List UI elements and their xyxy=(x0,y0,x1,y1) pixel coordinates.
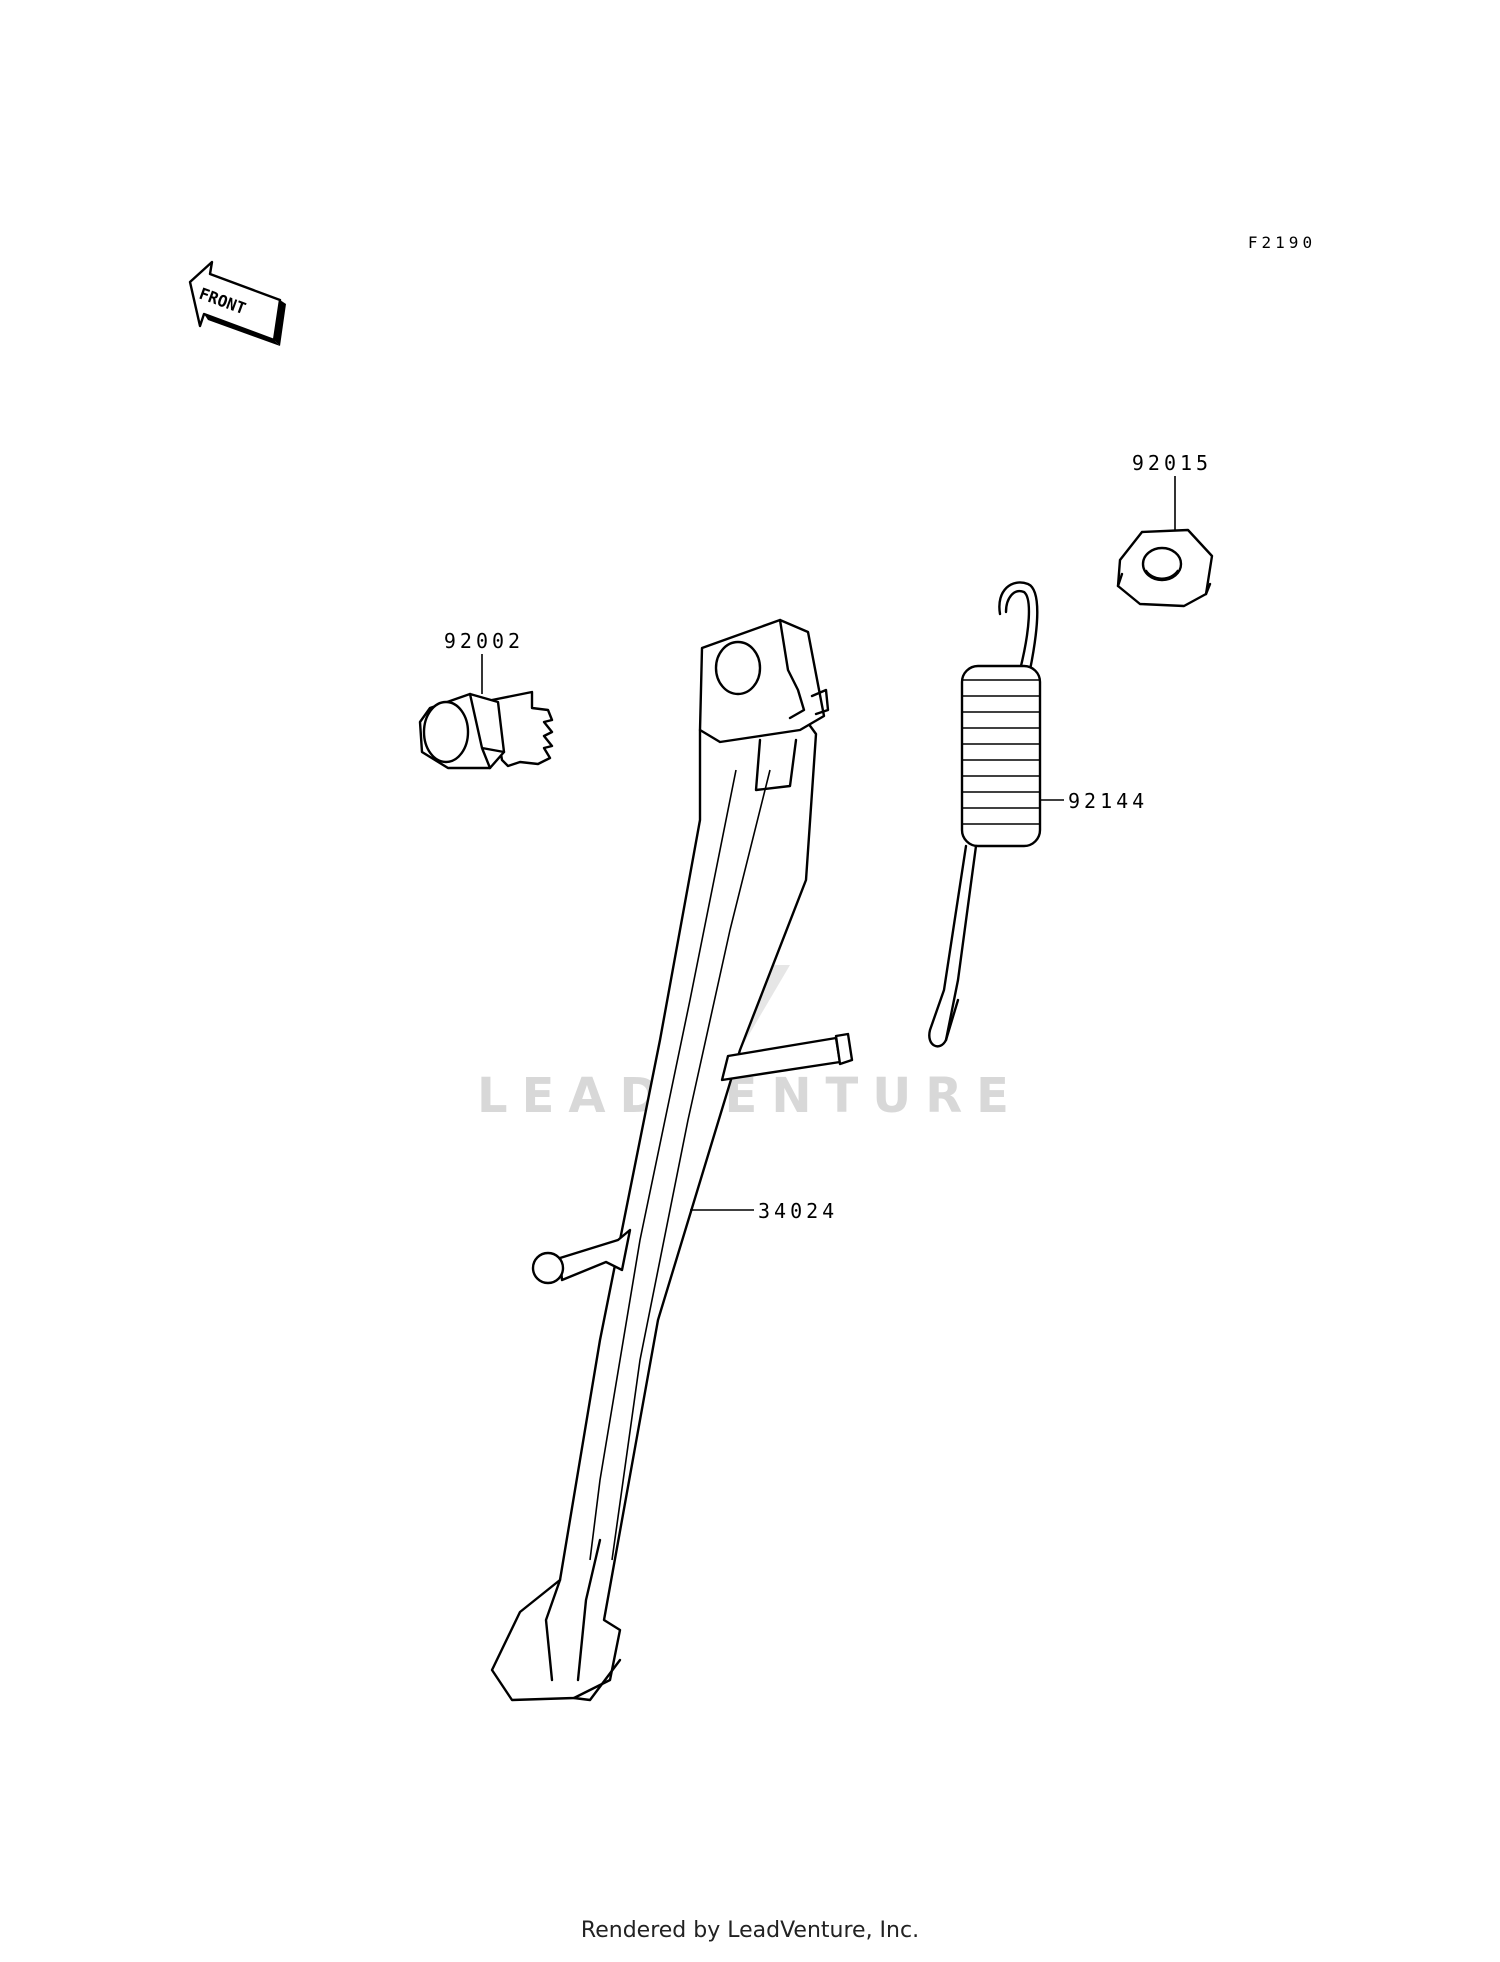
part-label-92015: 92015 xyxy=(1132,451,1212,475)
spring-coils xyxy=(960,664,1042,848)
part-label-92002: 92002 xyxy=(444,629,524,653)
part-92015-nut[interactable] xyxy=(1116,476,1214,608)
part-92144-spring[interactable] xyxy=(928,581,1064,1048)
part-label-34024: 34024 xyxy=(758,1199,838,1223)
part-92002-bolt[interactable] xyxy=(418,654,554,770)
figure-code: F2190 xyxy=(1248,233,1316,252)
part-label-92144: 92144 xyxy=(1068,789,1148,813)
front-arrow-icon: FRONT xyxy=(188,260,286,346)
footer-credit: Rendered by LeadVenture, Inc. xyxy=(580,1918,920,1943)
part-34024-stand[interactable] xyxy=(490,618,854,1702)
